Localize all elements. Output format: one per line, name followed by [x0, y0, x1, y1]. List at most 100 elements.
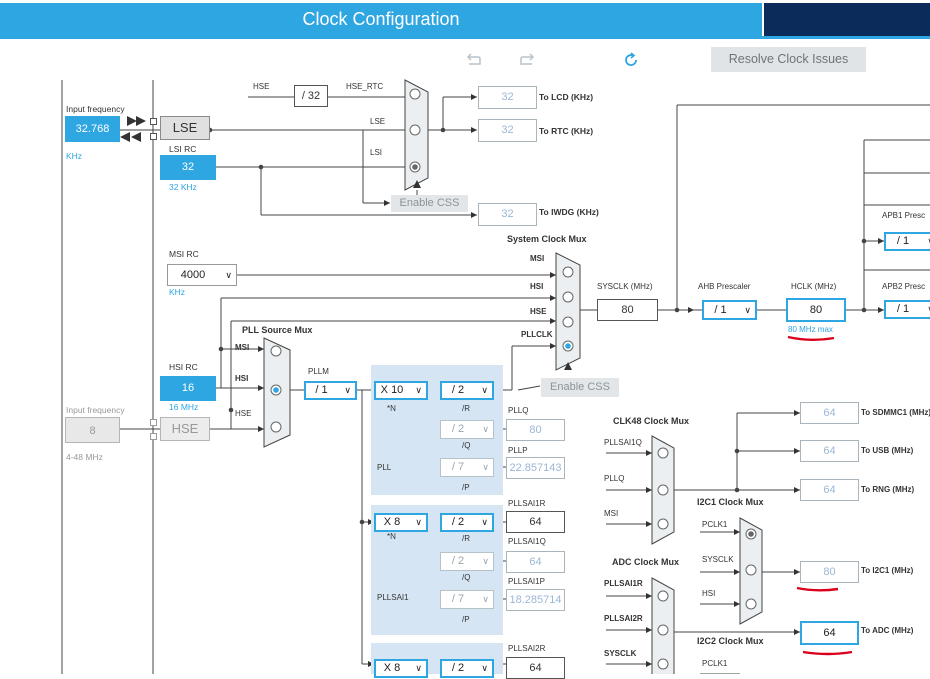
apb2-prescaler-select[interactable]: / 1∨ — [884, 300, 930, 319]
pllsai2-r-value: / 2 — [451, 662, 465, 674]
pllq-label: PLLQ — [508, 406, 529, 415]
pll-r-label: /R — [462, 404, 470, 413]
undo-icon[interactable] — [465, 51, 483, 69]
pll-n-label: *N — [387, 404, 396, 413]
pllsai1p-value: 18.285714 — [506, 589, 565, 611]
lse-pin — [150, 118, 157, 125]
pllsai1-p-select[interactable]: / 7 ∨ — [440, 590, 494, 609]
apb1-prescaler-label: APB1 Presc — [882, 211, 926, 220]
hsi-value: 16 — [160, 376, 216, 401]
chevron-down-icon: ∨ — [482, 462, 489, 472]
pllsai1-r-select[interactable]: / 2 ∨ — [440, 513, 494, 532]
lse-unit: KHz — [66, 151, 83, 161]
pllsrc-hsi-label: HSI — [235, 374, 249, 383]
clk48-clock-mux-title: CLK48 Clock Mux — [613, 416, 690, 426]
ahb-prescaler-select[interactable]: / 1∨ — [702, 300, 757, 320]
pllsai2-n-select[interactable]: X 8∨ — [374, 659, 428, 678]
hclk-input[interactable]: 80 — [786, 298, 846, 322]
sysmux-pllclk-label: PLLCLK — [521, 330, 553, 339]
title-bar-main — [0, 3, 762, 36]
pll-name: PLL — [377, 463, 392, 472]
hclk-max-label: 80 MHz max — [788, 325, 833, 334]
msi-label: MSI RC — [169, 249, 199, 259]
adcmux-in2-label: PLLSAI2R — [604, 614, 643, 623]
usb-output-value: 64 — [800, 440, 859, 462]
i2c1mux-in1-label: PCLK1 — [702, 520, 728, 529]
refresh-icon[interactable] — [622, 51, 640, 69]
pllm-label: PLLM — [308, 367, 329, 376]
pll-q-select[interactable]: / 2∨ — [440, 420, 494, 439]
lsi-label: LSI RC — [169, 144, 197, 154]
hse-pin — [150, 419, 157, 426]
ahb-prescaler-label: AHB Prescaler — [698, 282, 751, 291]
apb2-prescaler-label: APB2 Presc — [882, 282, 926, 291]
adc-clock-mux-title: ADC Clock Mux — [612, 557, 680, 567]
lse-input-frequency-label: Input frequency — [66, 104, 125, 114]
chevron-down-icon: ∨ — [415, 385, 422, 395]
pllm-value: / 1 — [315, 384, 328, 396]
pllsai1-r-value: / 2 — [451, 516, 465, 528]
pllsrc-hse-label: HSE — [235, 409, 252, 418]
pll-r-select[interactable]: / 2∨ — [440, 381, 494, 400]
hclk-label: HCLK (MHz) — [791, 282, 837, 291]
msi-frequency-select[interactable]: 4000∨ — [167, 264, 237, 286]
pllsai1q-label: PLLSAI1Q — [508, 537, 546, 546]
sysmux-hse-label: HSE — [530, 307, 547, 316]
pllsai2r-value: 64 — [506, 657, 565, 679]
i2c2-clock-mux-title: I2C2 Clock Mux — [697, 636, 764, 646]
lse-block[interactable]: LSE — [160, 116, 210, 140]
system-clock-mux-title: System Clock Mux — [507, 234, 587, 244]
pllsai1-n-select[interactable]: X 8∨ — [374, 513, 428, 532]
chevron-down-icon: ∨ — [482, 556, 489, 566]
sys-enable-css-button[interactable]: Enable CSS — [541, 378, 619, 397]
rtc-output-label: To RTC (KHz) — [539, 126, 594, 136]
apb1-prescaler-select[interactable]: / 1∨ — [884, 232, 930, 251]
chevron-down-icon: ∨ — [481, 517, 488, 527]
chevron-down-icon: ∨ — [344, 385, 351, 395]
pllsai2-r-select[interactable]: / 2∨ — [440, 659, 494, 678]
pllsai1p-label: PLLSAI1P — [508, 577, 545, 586]
iwdg-output-label: To IWDG (KHz) — [539, 207, 599, 217]
pllp-value: 22.857143 — [506, 457, 565, 479]
msi-frequency-value: 4000 — [180, 269, 206, 281]
sysmux-hsi-label: HSI — [530, 282, 544, 291]
chevron-down-icon: ∨ — [482, 594, 489, 604]
iwdg-output-value: 32 — [478, 203, 537, 226]
chevron-down-icon: ∨ — [927, 234, 930, 249]
rtc-enable-css-button[interactable]: Enable CSS — [391, 195, 468, 212]
lcd-output-label: To LCD (KHz) — [539, 92, 594, 102]
usb-output-label: To USB (MHz) — [861, 446, 914, 455]
pll-p-label: /P — [462, 483, 470, 492]
lsi-unit: 32 KHz — [169, 182, 197, 192]
pllm-select[interactable]: / 1 ∨ — [304, 381, 357, 400]
pllsrc-msi-label: MSI — [235, 343, 250, 352]
pllsai1-p-label: /P — [462, 615, 470, 624]
i2c1-output-value: 80 — [800, 561, 859, 583]
hse-input-frequency-label: Input frequency — [66, 405, 125, 415]
pll-n-select[interactable]: X 10 ∨ — [374, 381, 428, 400]
pllsai1r-value: 64 — [506, 511, 565, 533]
adc-output-label: To ADC (MHz) — [861, 626, 914, 635]
pllsai2-n-value: X 8 — [383, 662, 401, 674]
redo-icon[interactable] — [518, 51, 536, 69]
hse-rtc-divider[interactable]: / 32 — [294, 85, 328, 107]
hse-range: 4-48 MHz — [66, 452, 103, 462]
pllsai1-q-select[interactable]: / 2 ∨ — [440, 552, 494, 571]
pll-p-select[interactable]: / 7 ∨ — [440, 458, 494, 477]
hse-block[interactable]: HSE — [160, 417, 210, 441]
pllsai1-p-value: / 7 — [451, 593, 465, 605]
rtc-lse-label: LSE — [370, 117, 386, 126]
hse-frequency-input[interactable]: 8 — [65, 417, 120, 443]
pllsai1-q-value: / 2 — [451, 555, 465, 567]
pllsai1-r-label: /R — [462, 534, 470, 543]
pllsai1q-value: 64 — [506, 551, 565, 573]
pll-n-value: X 10 — [380, 384, 404, 396]
pll-p-value: / 7 — [451, 461, 465, 473]
resolve-clock-issues-button[interactable]: Resolve Clock Issues — [711, 47, 866, 72]
adcmux-in3-label: SYSCLK — [604, 649, 637, 658]
lse-pin — [150, 133, 157, 140]
lse-frequency-input[interactable]: 32.768 — [65, 116, 120, 142]
chevron-down-icon: ∨ — [927, 302, 930, 317]
pllp-label: PLLP — [508, 446, 528, 455]
